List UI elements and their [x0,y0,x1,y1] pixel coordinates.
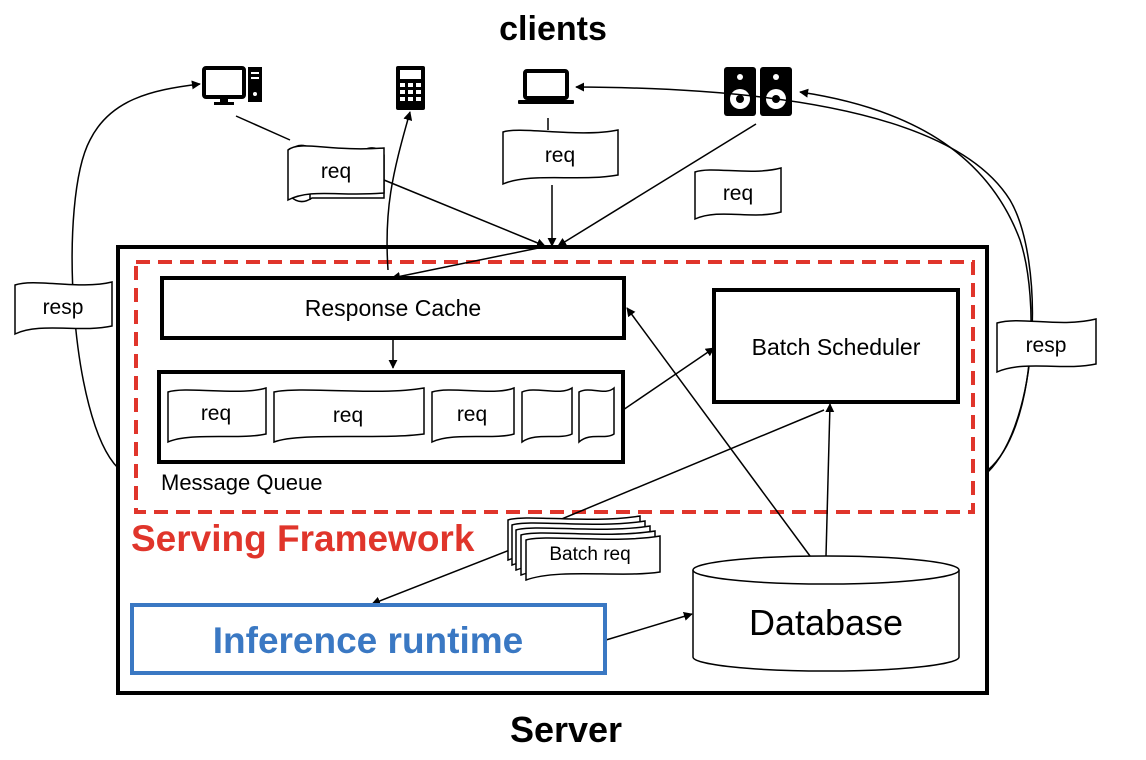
batch-req-label: Batch req [549,544,630,565]
resp-scroll-right: resp [996,318,1097,374]
speaker-icon[interactable] [724,67,792,116]
runtime-to-database-line [605,612,693,641]
message-queue-label: Message Queue [161,470,322,495]
queue-item [521,386,573,444]
inference-runtime-label: Inference runtime [213,620,523,661]
queue-item: req [431,386,515,444]
left-response-curve [71,80,201,469]
database-to-cache-line [626,307,811,557]
request-flow-lines [235,115,757,246]
response-cache-label: Response Cache [305,295,481,321]
request-to-cache-line [391,245,549,281]
serving-framework-title: Serving Framework [131,518,475,559]
calculator-phone-icon[interactable] [396,66,425,110]
svg-text:req: req [333,404,363,427]
queue-item: req [167,386,267,444]
req-scroll-middle: req [502,129,619,186]
right-response-curve-speaker [799,88,1032,471]
req-scroll-right: req [694,167,782,221]
queue-item: req [273,387,425,444]
laptop-icon[interactable] [518,69,574,104]
batch-to-runtime-line [371,545,521,606]
database-to-scheduler-line [825,403,835,557]
svg-text:req: req [201,402,231,425]
req-label: req [321,160,351,183]
batch-req-stack: Batch req [507,515,661,582]
desktop-computer-icon[interactable] [202,66,262,105]
server-title: Server [510,709,622,750]
scheduler-to-batch-line [539,409,825,529]
right-response-curve-laptop [575,82,1034,473]
resp-label: resp [1026,334,1067,357]
response-to-phone-line [386,111,413,271]
clients-title: clients [499,10,607,48]
req-scroll-left: req [287,144,385,203]
serving-framework-box [134,260,975,514]
queue-to-scheduler-line [622,347,715,411]
batch-scheduler-label: Batch Scheduler [752,334,921,360]
queue-item [578,386,615,444]
req-label: req [723,182,753,205]
req-label: req [545,144,575,167]
resp-scroll-left: resp [14,281,113,336]
response-cache-box[interactable] [160,276,626,340]
database-label: Database [749,602,903,643]
batch-scheduler-box[interactable] [712,288,960,404]
resp-label: resp [43,296,84,319]
inference-runtime-box[interactable] [130,603,607,675]
svg-text:req: req [457,403,487,426]
database-cylinder[interactable]: Database [692,555,960,672]
